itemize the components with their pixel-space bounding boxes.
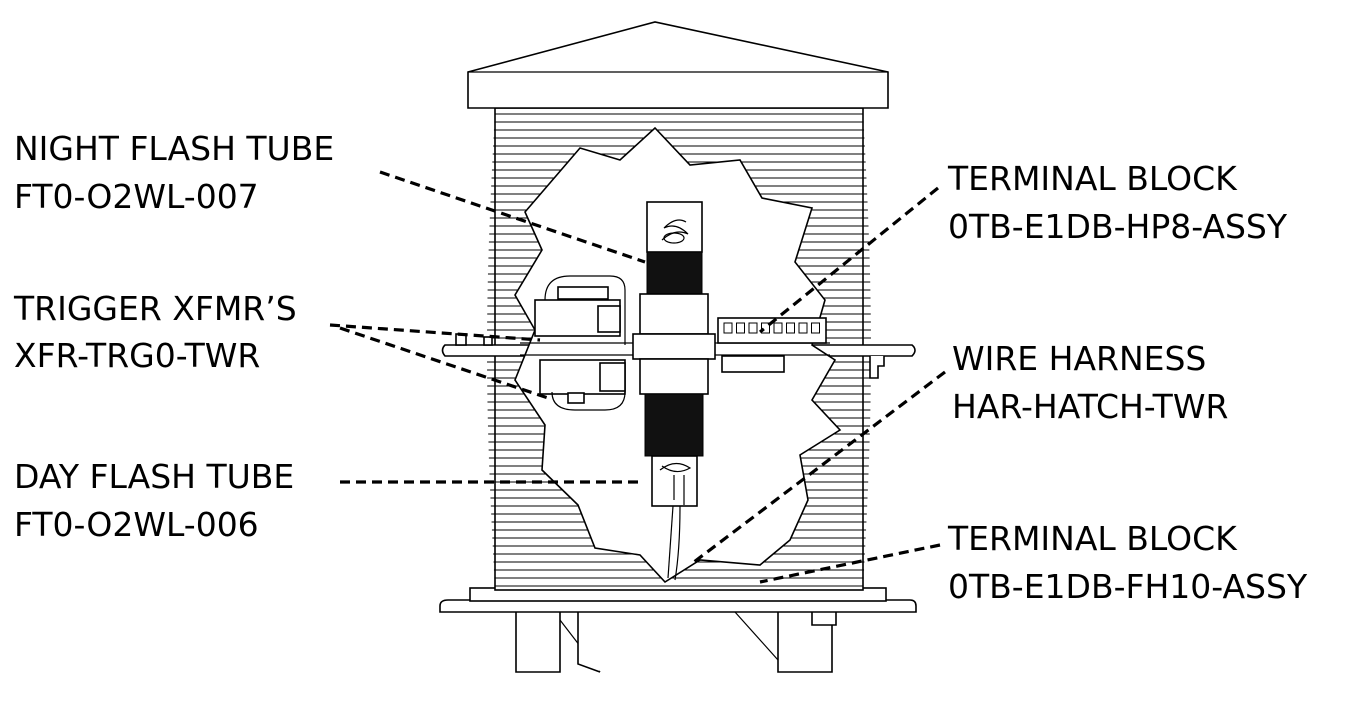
terminal-screw	[761, 322, 770, 334]
terminal-screw	[773, 322, 783, 334]
leader-terminal-block-bottom	[759, 543, 941, 584]
flash-tube-assembly	[632, 201, 716, 581]
base-flange	[439, 599, 917, 613]
leader-terminal-block-top	[758, 186, 940, 334]
leader-lines	[329, 170, 946, 584]
terminal-screw	[811, 322, 820, 334]
trigger-xfmrs-name: TRIGGER XFMR’S	[13, 289, 297, 328]
terminal-block-top-part: 0TB-E1DB-HP8-ASSY	[948, 207, 1288, 246]
trigger-transformers	[534, 275, 626, 411]
terminal-block-bottom-part: 0TB-E1DB-FH10-ASSY	[948, 567, 1308, 606]
top-cap	[467, 21, 889, 109]
wire-harness-part: HAR-HATCH-TWR	[952, 387, 1228, 426]
night-flash-tube-part: FT0-O2WL-007	[14, 177, 259, 216]
leader-trigger-xfmr-lower	[339, 326, 549, 400]
terminal-block-hp8	[717, 317, 827, 373]
trigger-xfmrs-part: XFR-TRG0-TWR	[14, 336, 260, 375]
callout-labels: NIGHT FLASH TUBE FT0-O2WL-007 TRIGGER XF…	[13, 129, 1308, 606]
leader-wire-harness	[689, 370, 946, 567]
terminal-screw	[748, 322, 758, 334]
terminal-screw	[736, 322, 745, 334]
terminal-screw	[786, 322, 795, 334]
day-flash-tube-name: DAY FLASH TUBE	[14, 457, 294, 496]
leader-night-flash-tube	[379, 170, 646, 264]
terminal-screw	[798, 322, 808, 334]
leader-trigger-xfmr-upper	[329, 323, 541, 342]
terminal-block-top-name: TERMINAL BLOCK	[947, 159, 1238, 198]
day-flash-tube-part: FT0-O2WL-006	[14, 505, 259, 544]
wire-harness-name: WIRE HARNESS	[952, 339, 1206, 378]
base-feet	[515, 611, 837, 673]
terminal-screw	[723, 322, 733, 334]
night-flash-tube-name: NIGHT FLASH TUBE	[14, 129, 334, 168]
terminal-block-bottom-name: TERMINAL BLOCK	[947, 519, 1238, 558]
